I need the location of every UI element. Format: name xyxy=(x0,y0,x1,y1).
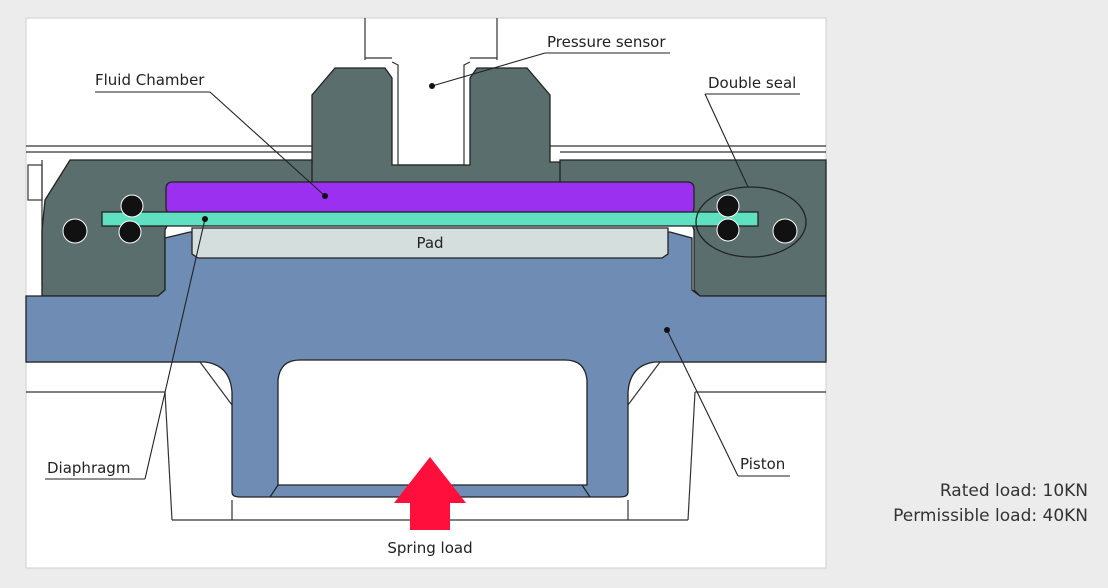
fluid-chamber xyxy=(165,181,695,215)
housing xyxy=(41,67,827,297)
seal-left-top xyxy=(120,194,144,218)
label-spring-load: Spring load xyxy=(387,539,472,557)
seal-right-top xyxy=(716,194,740,218)
seal-right-outer xyxy=(772,218,798,244)
seals xyxy=(62,194,798,244)
cavity-step xyxy=(269,484,279,498)
label-piston: Piston xyxy=(740,455,785,473)
double-seal-highlight xyxy=(695,186,807,258)
seal-right-bottom xyxy=(716,218,740,242)
permissible-load-spec: Permissible load: 40KN xyxy=(893,506,1088,526)
piston-cavity xyxy=(277,359,588,486)
label-pressure-sensor: Pressure sensor xyxy=(547,33,666,51)
cavity-step-right xyxy=(581,484,591,498)
seal-left-outer xyxy=(62,218,88,244)
rated-load-spec: Rated load: 10KN xyxy=(939,481,1088,501)
spring-load-arrow-icon xyxy=(394,457,466,530)
pad xyxy=(191,227,669,259)
label-double-seal: Double seal xyxy=(708,74,796,92)
diaphragm xyxy=(101,211,759,227)
leader-lines xyxy=(45,52,800,480)
seal-left-bottom xyxy=(118,220,142,244)
label-fluid-chamber: Fluid Chamber xyxy=(95,71,205,89)
label-pad: Pad xyxy=(416,234,443,252)
label-diaphragm: Diaphragm xyxy=(47,459,130,477)
leader-dots xyxy=(202,83,670,333)
